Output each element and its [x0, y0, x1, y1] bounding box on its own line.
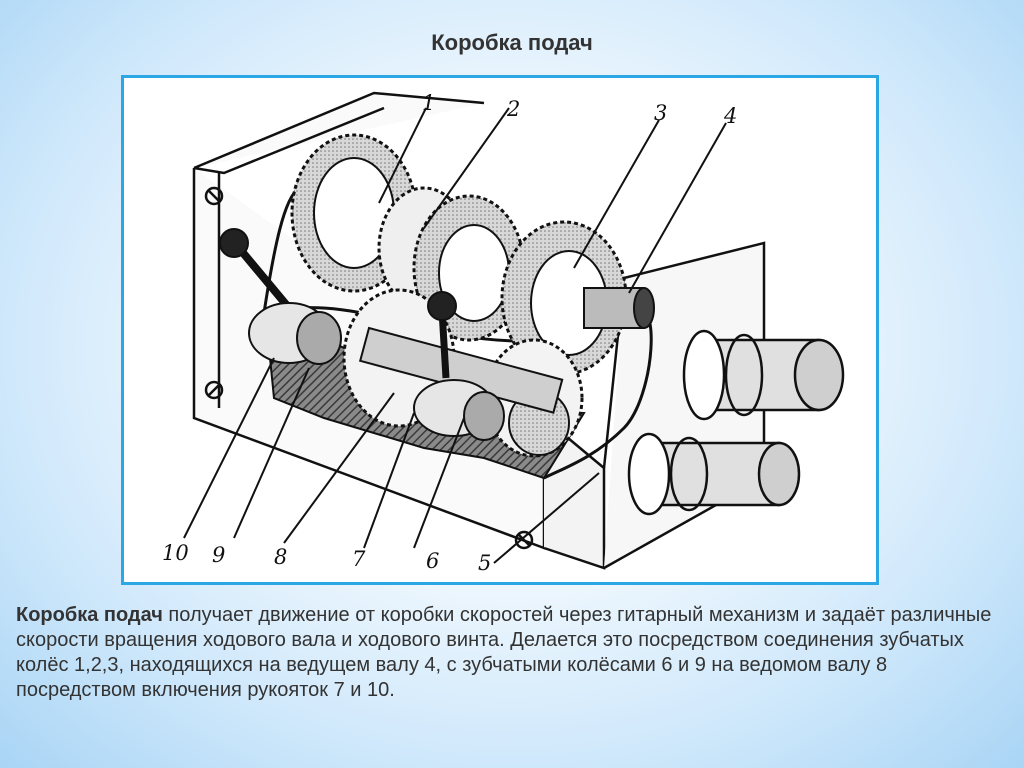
callout-9: 9 — [212, 543, 225, 567]
callout-3: 3 — [654, 101, 667, 125]
driven-gears — [342, 288, 584, 458]
leader-lines — [183, 107, 727, 564]
caption-paragraph: Коробка подач получает движение от короб… — [16, 603, 1008, 703]
lever-10 — [219, 228, 342, 365]
callout-7: 7 — [352, 547, 366, 571]
callout-6: 6 — [426, 549, 439, 573]
callout-8: 8 — [274, 545, 287, 569]
figure-frame: 1 2 3 4 5 6 7 8 9 10 — [121, 75, 879, 585]
driving-shaft — [583, 287, 655, 329]
caption-text: получает движение от коробки скоростей ч… — [16, 604, 992, 701]
output-shafts — [627, 329, 845, 516]
callout-4: 4 — [723, 104, 737, 128]
callout-10: 10 — [162, 541, 189, 565]
callout-5: 5 — [478, 551, 491, 575]
slide-title: Коробка подач — [431, 30, 593, 55]
lever-7 — [413, 291, 505, 441]
callout-1: 1 — [422, 91, 435, 115]
gearbox-diagram: 1 2 3 4 5 6 7 8 9 10 — [162, 91, 845, 575]
callout-2: 2 — [506, 97, 520, 121]
driving-gears — [290, 133, 628, 376]
caption-term: Коробка подач — [16, 604, 163, 626]
